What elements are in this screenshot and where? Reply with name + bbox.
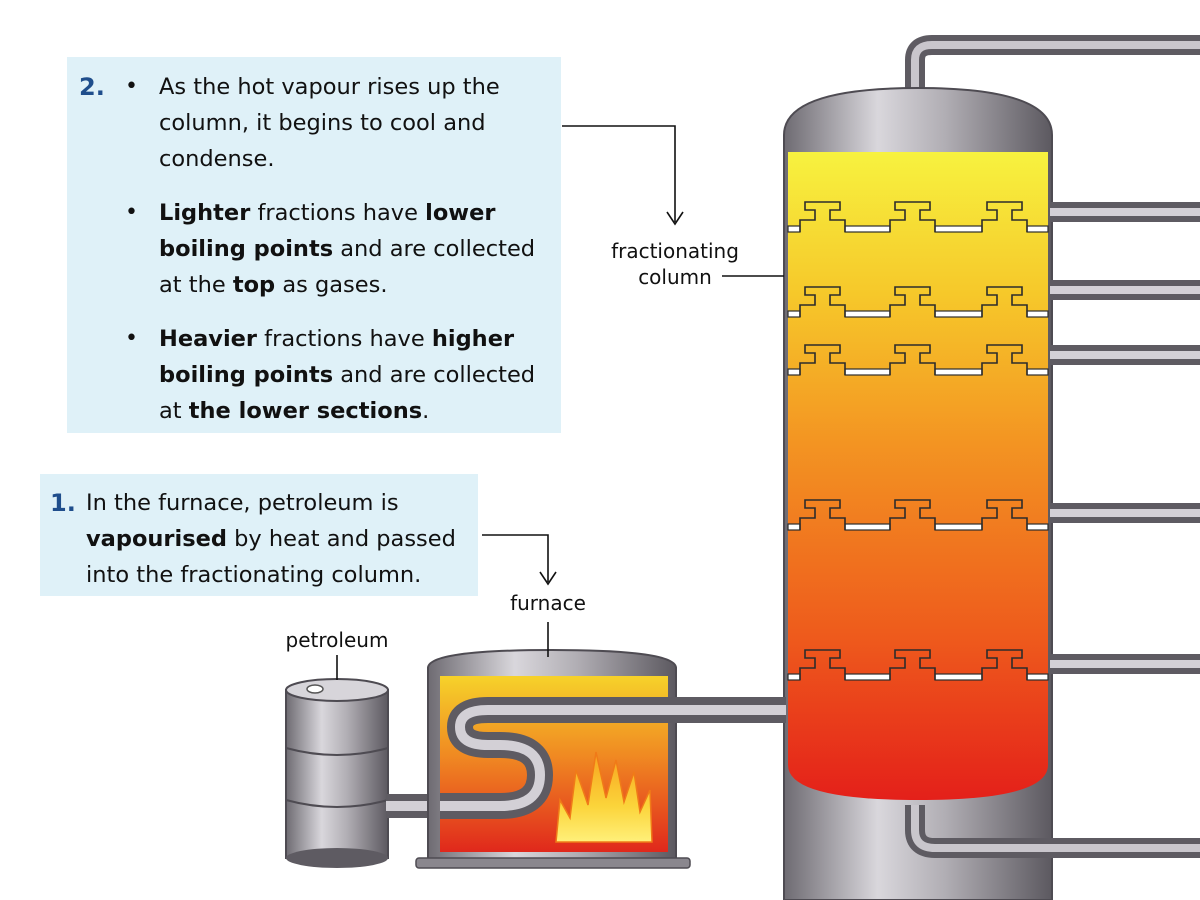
bold-term: Lighter bbox=[159, 200, 251, 226]
column-label-line-1: fractionating bbox=[611, 239, 739, 263]
step-1-number: 1. bbox=[50, 489, 76, 517]
text-segment: In the furnace, petroleum is bbox=[86, 490, 399, 516]
text-segment: . bbox=[422, 398, 430, 424]
top-gas-pipe bbox=[905, 35, 1200, 90]
text-segment: fractions have bbox=[257, 326, 432, 352]
column-label-line-2: column bbox=[638, 265, 712, 289]
bold-term: higher boiling points bbox=[159, 326, 515, 388]
bold-term: vapourised bbox=[86, 526, 227, 552]
bold-term: the lower sections bbox=[188, 398, 423, 424]
bold-term: lower boiling points bbox=[159, 200, 496, 262]
tray-5 bbox=[787, 649, 1049, 681]
bullet-dot-3: • bbox=[125, 326, 138, 351]
fractionating-column-interior bbox=[788, 152, 1048, 800]
bold-term: top bbox=[232, 272, 276, 298]
step-1-explanation-box: 1. In the furnace, petroleum is vapouris… bbox=[40, 474, 478, 596]
step-2-bullet-2: Lighter fractions have lower boiling poi… bbox=[159, 195, 554, 303]
bullet-dot-2: • bbox=[125, 200, 138, 225]
text-segment: and are collected at the bbox=[159, 236, 536, 298]
text-segment: by heat and passed into the fractionatin… bbox=[86, 526, 456, 588]
step-2-number: 2. bbox=[79, 73, 105, 101]
tray-4 bbox=[787, 499, 1049, 531]
bubble-cap-trays bbox=[787, 201, 1049, 681]
tray-2 bbox=[787, 286, 1049, 318]
tray-1 bbox=[787, 201, 1049, 233]
bullet-dot-1: • bbox=[125, 74, 138, 99]
text-segment: and are collected at bbox=[159, 362, 536, 424]
step-2-bullet-1: As the hot vapour rises up the column, i… bbox=[159, 69, 554, 177]
step-2-bullet-3: Heavier fractions have higher boiling po… bbox=[159, 321, 554, 429]
petroleum-label: petroleum bbox=[285, 628, 389, 652]
tray-3 bbox=[787, 344, 1049, 376]
fractionating-column-label: fractionating column bbox=[600, 238, 750, 290]
text-segment: fractions have bbox=[250, 200, 426, 226]
bold-term: Heavier bbox=[159, 326, 258, 352]
side-outlet-pipes bbox=[1050, 202, 1200, 674]
text-segment: as gases. bbox=[275, 272, 388, 298]
step-2-explanation-box: 2. • As the hot vapour rises up the colu… bbox=[67, 57, 561, 433]
furnace-label: furnace bbox=[510, 591, 586, 615]
furnace-flame bbox=[555, 751, 653, 843]
text-segment: As the hot vapour rises up the column, i… bbox=[159, 74, 500, 172]
step-1-text: In the furnace, petroleum is vapourised … bbox=[86, 485, 476, 593]
leader-lines bbox=[336, 125, 784, 680]
petroleum-barrel bbox=[285, 678, 389, 868]
